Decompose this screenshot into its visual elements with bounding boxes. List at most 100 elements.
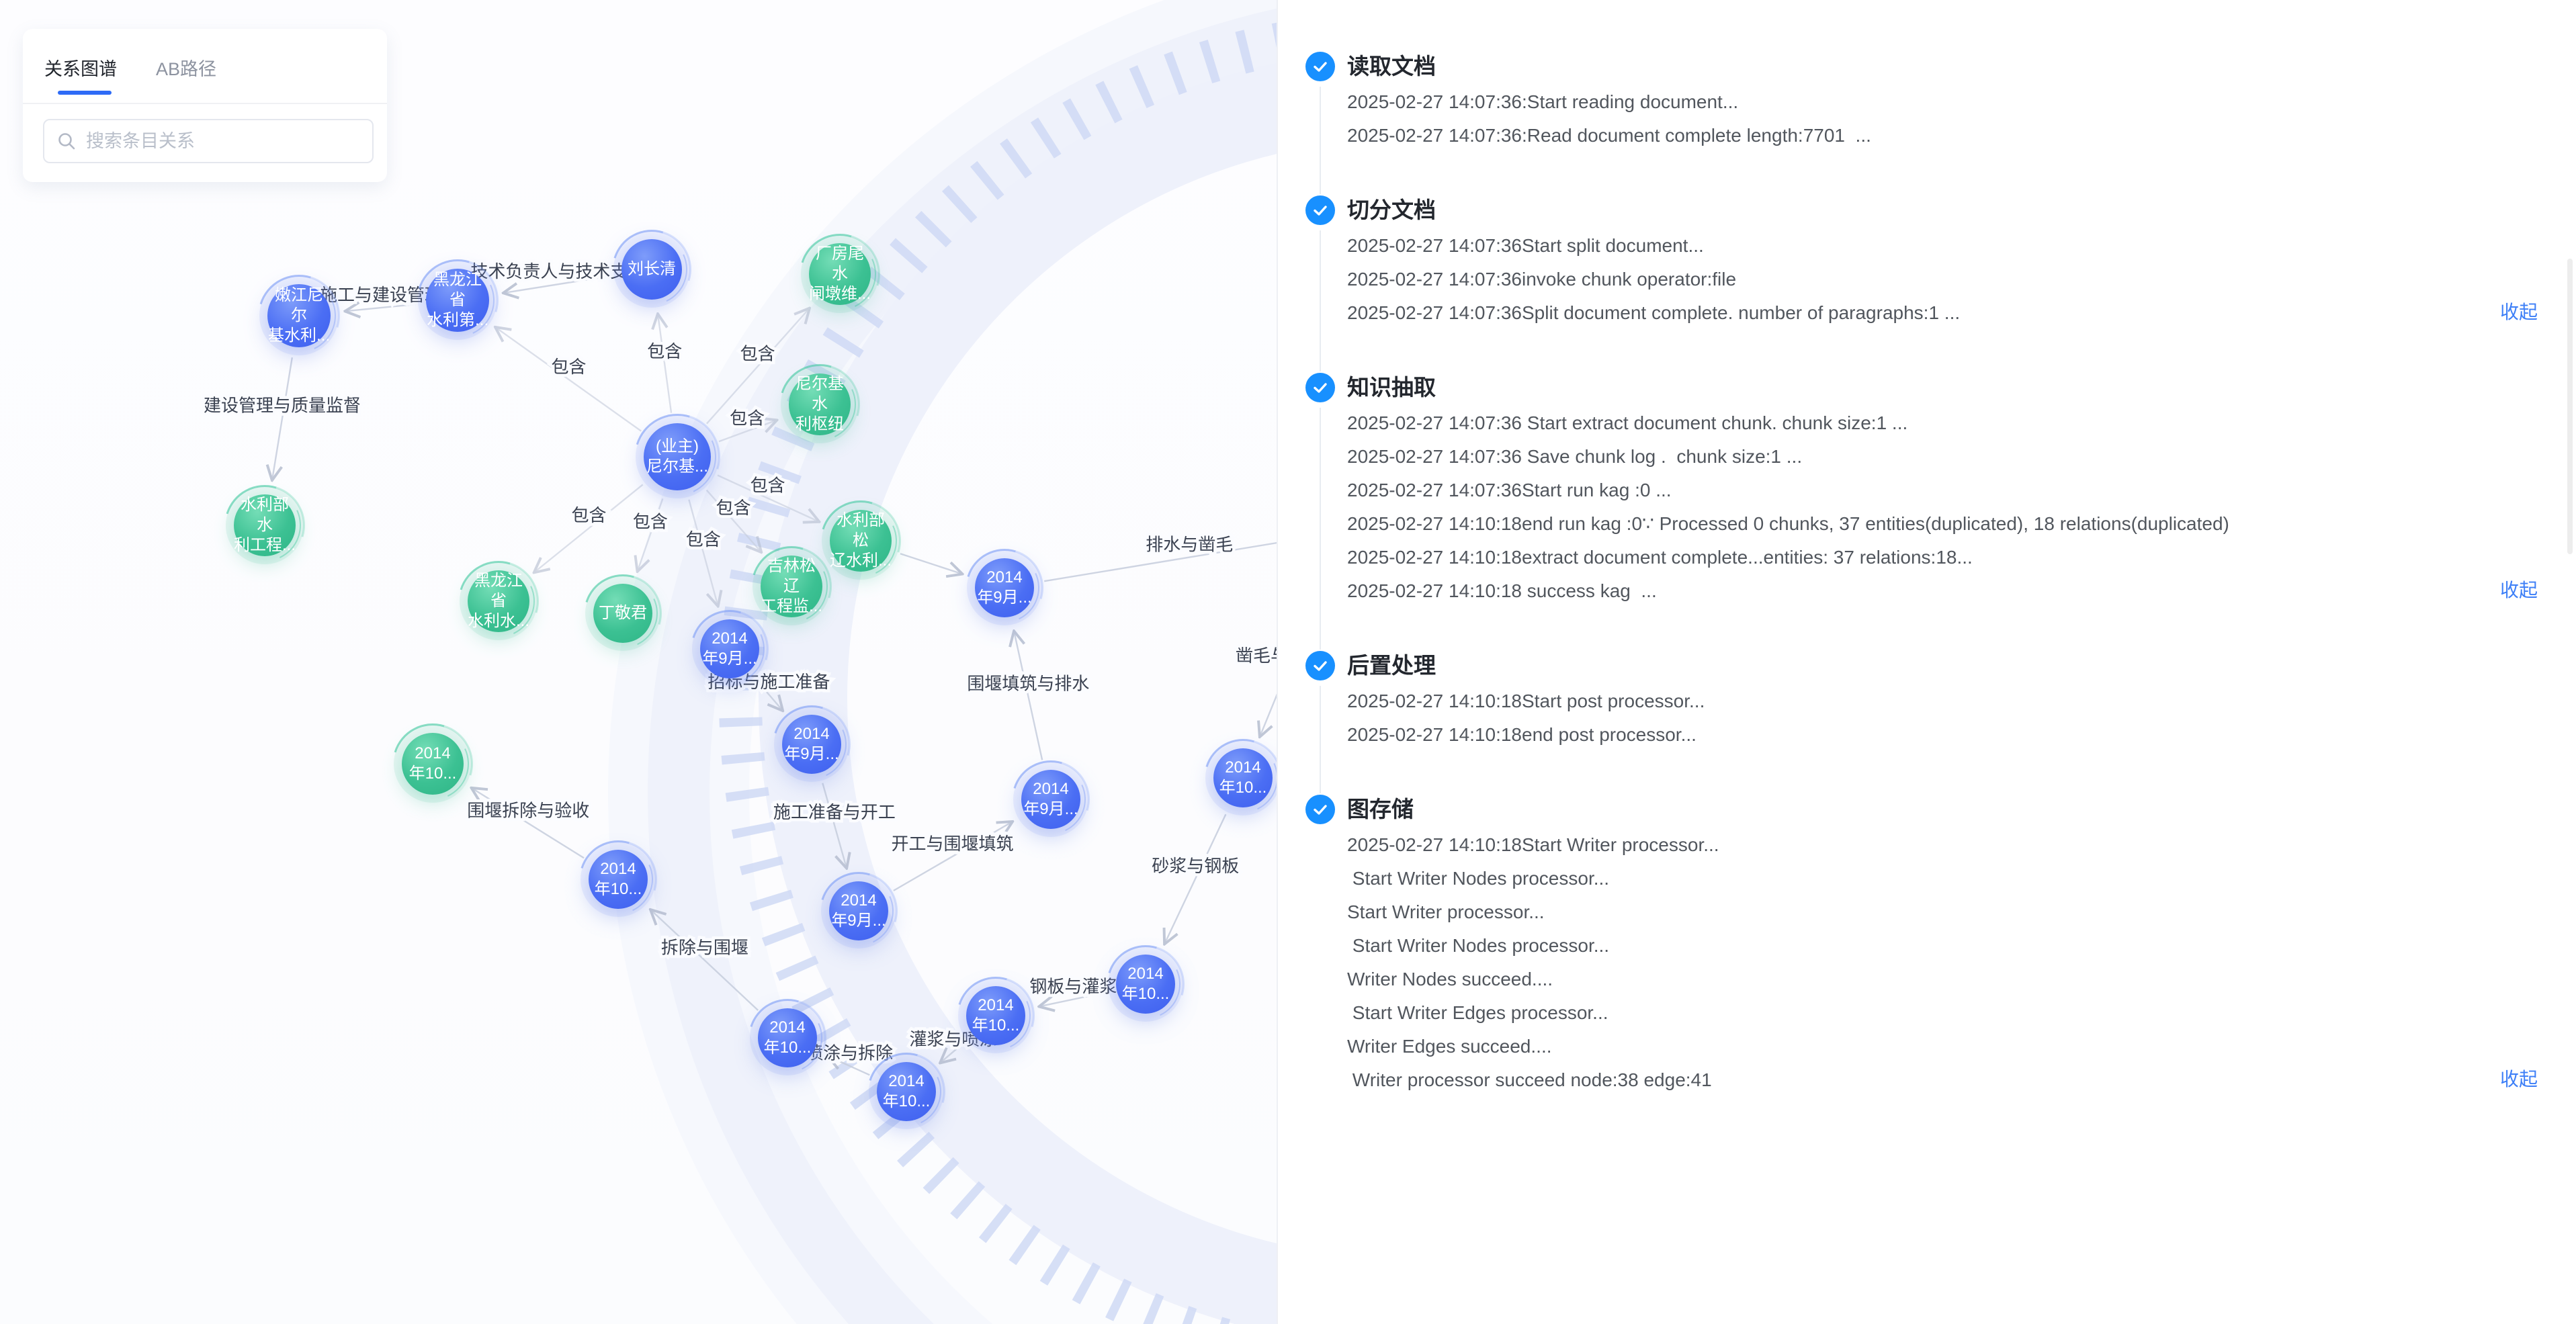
graph-edge-label: 围堰拆除与验收	[467, 801, 589, 821]
graph-edge-label: 围堰填筑与排水	[967, 673, 1089, 693]
log-line: Start Writer Edges processor...	[1347, 1002, 1608, 1023]
collapse-link[interactable]: 收起	[2499, 580, 2538, 601]
log-line: 2025-02-27 14:10:18extract document comp…	[1347, 547, 1973, 568]
graph-edge-label: 砂浆与钢板	[1152, 856, 1239, 876]
graph-node-label: 2014 年10...	[763, 1018, 812, 1057]
search-input[interactable]	[85, 130, 360, 152]
log-line: Start Writer Nodes processor...	[1347, 935, 1610, 956]
graph-edges: 施工与建设管理技术负责人与技术支持建设管理与质量监督包含包含包含包含包含包含包含…	[201, 259, 1277, 1076]
graph-node[interactable]: 黑龙江省 水利水...	[468, 570, 529, 632]
graph-node-label: 厂房尾水 闸墩维...	[809, 245, 871, 303]
graph-node[interactable]: 吉林松辽 工程监...	[761, 556, 822, 617]
graph-edge	[900, 553, 961, 574]
graph-edge	[1041, 991, 1107, 1006]
graph-edge	[658, 315, 673, 413]
graph-edge-label: 开工与围堰填筑	[892, 834, 1014, 854]
graph-edge-label: 建设管理与质量监督	[204, 396, 361, 416]
graph-node[interactable]: 嫩江尼尔 基水利...	[267, 284, 331, 347]
graph-node[interactable]: 厂房尾水 闸墩维...	[809, 243, 871, 305]
graph-node[interactable]: 2014 年9月...	[1021, 770, 1080, 829]
tab-ab-path[interactable]: AB路径	[156, 59, 217, 79]
log-line: 2025-02-27 14:07:36invoke chunk operator…	[1347, 269, 1737, 290]
graph-node[interactable]: 黑龙江省 水利第...	[426, 269, 489, 332]
graph-node-label: 2014 年9月...	[1023, 780, 1078, 818]
graph-node[interactable]: (业主) 尼尔基...	[644, 423, 711, 490]
graph-edge	[1044, 541, 1277, 582]
graph-edge	[705, 489, 761, 551]
log-line: 2025-02-27 14:10:18end post processor...	[1347, 724, 1697, 745]
graph-toolbox-card: 关系图谱 AB路径	[23, 29, 387, 182]
background-ring-decoration	[608, 0, 1277, 1324]
search-icon	[58, 133, 75, 150]
search-box	[43, 119, 374, 163]
graph-node-label: (业主) 尼尔基...	[646, 437, 708, 476]
graph-node[interactable]: 2014 年10...	[1116, 955, 1175, 1014]
check-icon	[1305, 195, 1335, 225]
graph-edge	[1260, 693, 1277, 736]
graph-edge	[1165, 813, 1227, 942]
graph-edge-label: 包含	[716, 498, 751, 518]
graph-node-label: 丁敬君	[599, 604, 647, 623]
graph-edge	[717, 474, 818, 521]
graph-edge-label: 包含	[730, 408, 765, 429]
graph-edge	[829, 1057, 870, 1076]
graph-node-label: 2014 年9月...	[784, 725, 839, 763]
graph-node-label: 2014 年10...	[409, 744, 457, 783]
graph-node[interactable]: 刘长清	[621, 239, 682, 300]
graph-node-label: 刘长清	[628, 260, 676, 279]
graph-canvas[interactable]: 施工与建设管理技术负责人与技术支持建设管理与质量监督包含包含包含包含包含包含包含…	[0, 0, 1277, 1324]
log-line: 2025-02-27 14:10:18Start Writer processo…	[1347, 834, 1719, 855]
graph-node-label: 吉林松辽 工程监...	[761, 557, 823, 615]
log-section-title: 图存储	[1347, 797, 1414, 822]
graph-node[interactable]: 2014 年9月...	[829, 881, 888, 940]
collapse-link[interactable]: 收起	[2499, 302, 2538, 322]
graph-node[interactable]: 2014 年9月...	[782, 715, 841, 774]
graph-edge	[472, 789, 585, 859]
graph-node[interactable]: 丁敬君	[593, 584, 652, 643]
graph-node[interactable]: 2014 年10...	[1213, 748, 1273, 807]
tab-relation-graph[interactable]: 关系图谱	[44, 59, 117, 79]
graph-node[interactable]: 尼尔基水 利枢纽	[789, 373, 851, 435]
log-section-title: 后置处理	[1347, 653, 1436, 678]
graph-node[interactable]: 2014 年10...	[589, 850, 648, 909]
graph-node[interactable]: 2014 年10...	[402, 733, 464, 795]
graph-node-label: 2014 年10...	[882, 1072, 931, 1110]
log-section-title: 读取文档	[1347, 54, 1436, 79]
log-line: 2025-02-27 14:07:36 Save chunk log . chu…	[1347, 446, 1803, 467]
graph-edge-label: 包含	[633, 512, 668, 532]
graph-node-label: 2014 年10...	[594, 860, 642, 898]
graph-node-label: 水利部水 利工程...	[234, 496, 296, 554]
scrollbar-thumb[interactable]	[2567, 259, 2573, 554]
graph-node-label: 2014 年10...	[1219, 758, 1267, 797]
collapse-link[interactable]: 收起	[2499, 1069, 2538, 1090]
graph-edge	[1015, 632, 1043, 760]
pipeline-log-panel: 读取文档 2025-02-27 14:07:36:Start reading do…	[1277, 0, 2576, 1324]
check-icon	[1305, 373, 1335, 402]
log-line: 2025-02-27 14:10:18Start post processor.…	[1347, 691, 1705, 711]
graph-node-label: 2014 年10...	[972, 996, 1020, 1034]
graph-node[interactable]: 2014 年9月...	[700, 619, 759, 678]
graph-edge-label: 包含	[740, 343, 775, 363]
graph-edge-label: 包含	[647, 341, 682, 361]
graph-node[interactable]: 2014 年10...	[758, 1008, 817, 1067]
graph-node-label: 黑龙江省 水利第...	[426, 271, 488, 329]
log-section: 后置处理 2025-02-27 14:10:18Start post proces…	[1278, 651, 2576, 793]
graph-edge-label: 拆除与围堰	[661, 938, 748, 958]
graph-node[interactable]: 水利部水 利工程...	[234, 494, 296, 556]
log-line: Start Writer processor...	[1347, 901, 1545, 922]
timeline-connector	[1320, 87, 1321, 194]
log-line: 2025-02-27 14:07:36:Start reading docume…	[1347, 91, 1739, 112]
check-icon	[1305, 795, 1335, 824]
graph-node[interactable]: 2014 年10...	[877, 1062, 936, 1121]
graph-node[interactable]: 2014 年10...	[966, 986, 1025, 1045]
graph-edge-label: 钢板与灌浆	[1029, 977, 1117, 997]
graph-edge	[497, 328, 642, 432]
check-icon	[1305, 651, 1335, 680]
graph-edge	[505, 275, 611, 293]
graph-node-label: 水利部松 辽水利...	[830, 511, 892, 570]
graph-node[interactable]: 水利部松 辽水利...	[830, 510, 892, 572]
graph-node-label: 2014 年9月...	[831, 891, 886, 930]
graph-node[interactable]: 2014 年9月...	[975, 558, 1034, 617]
active-tab-underline	[58, 91, 112, 95]
